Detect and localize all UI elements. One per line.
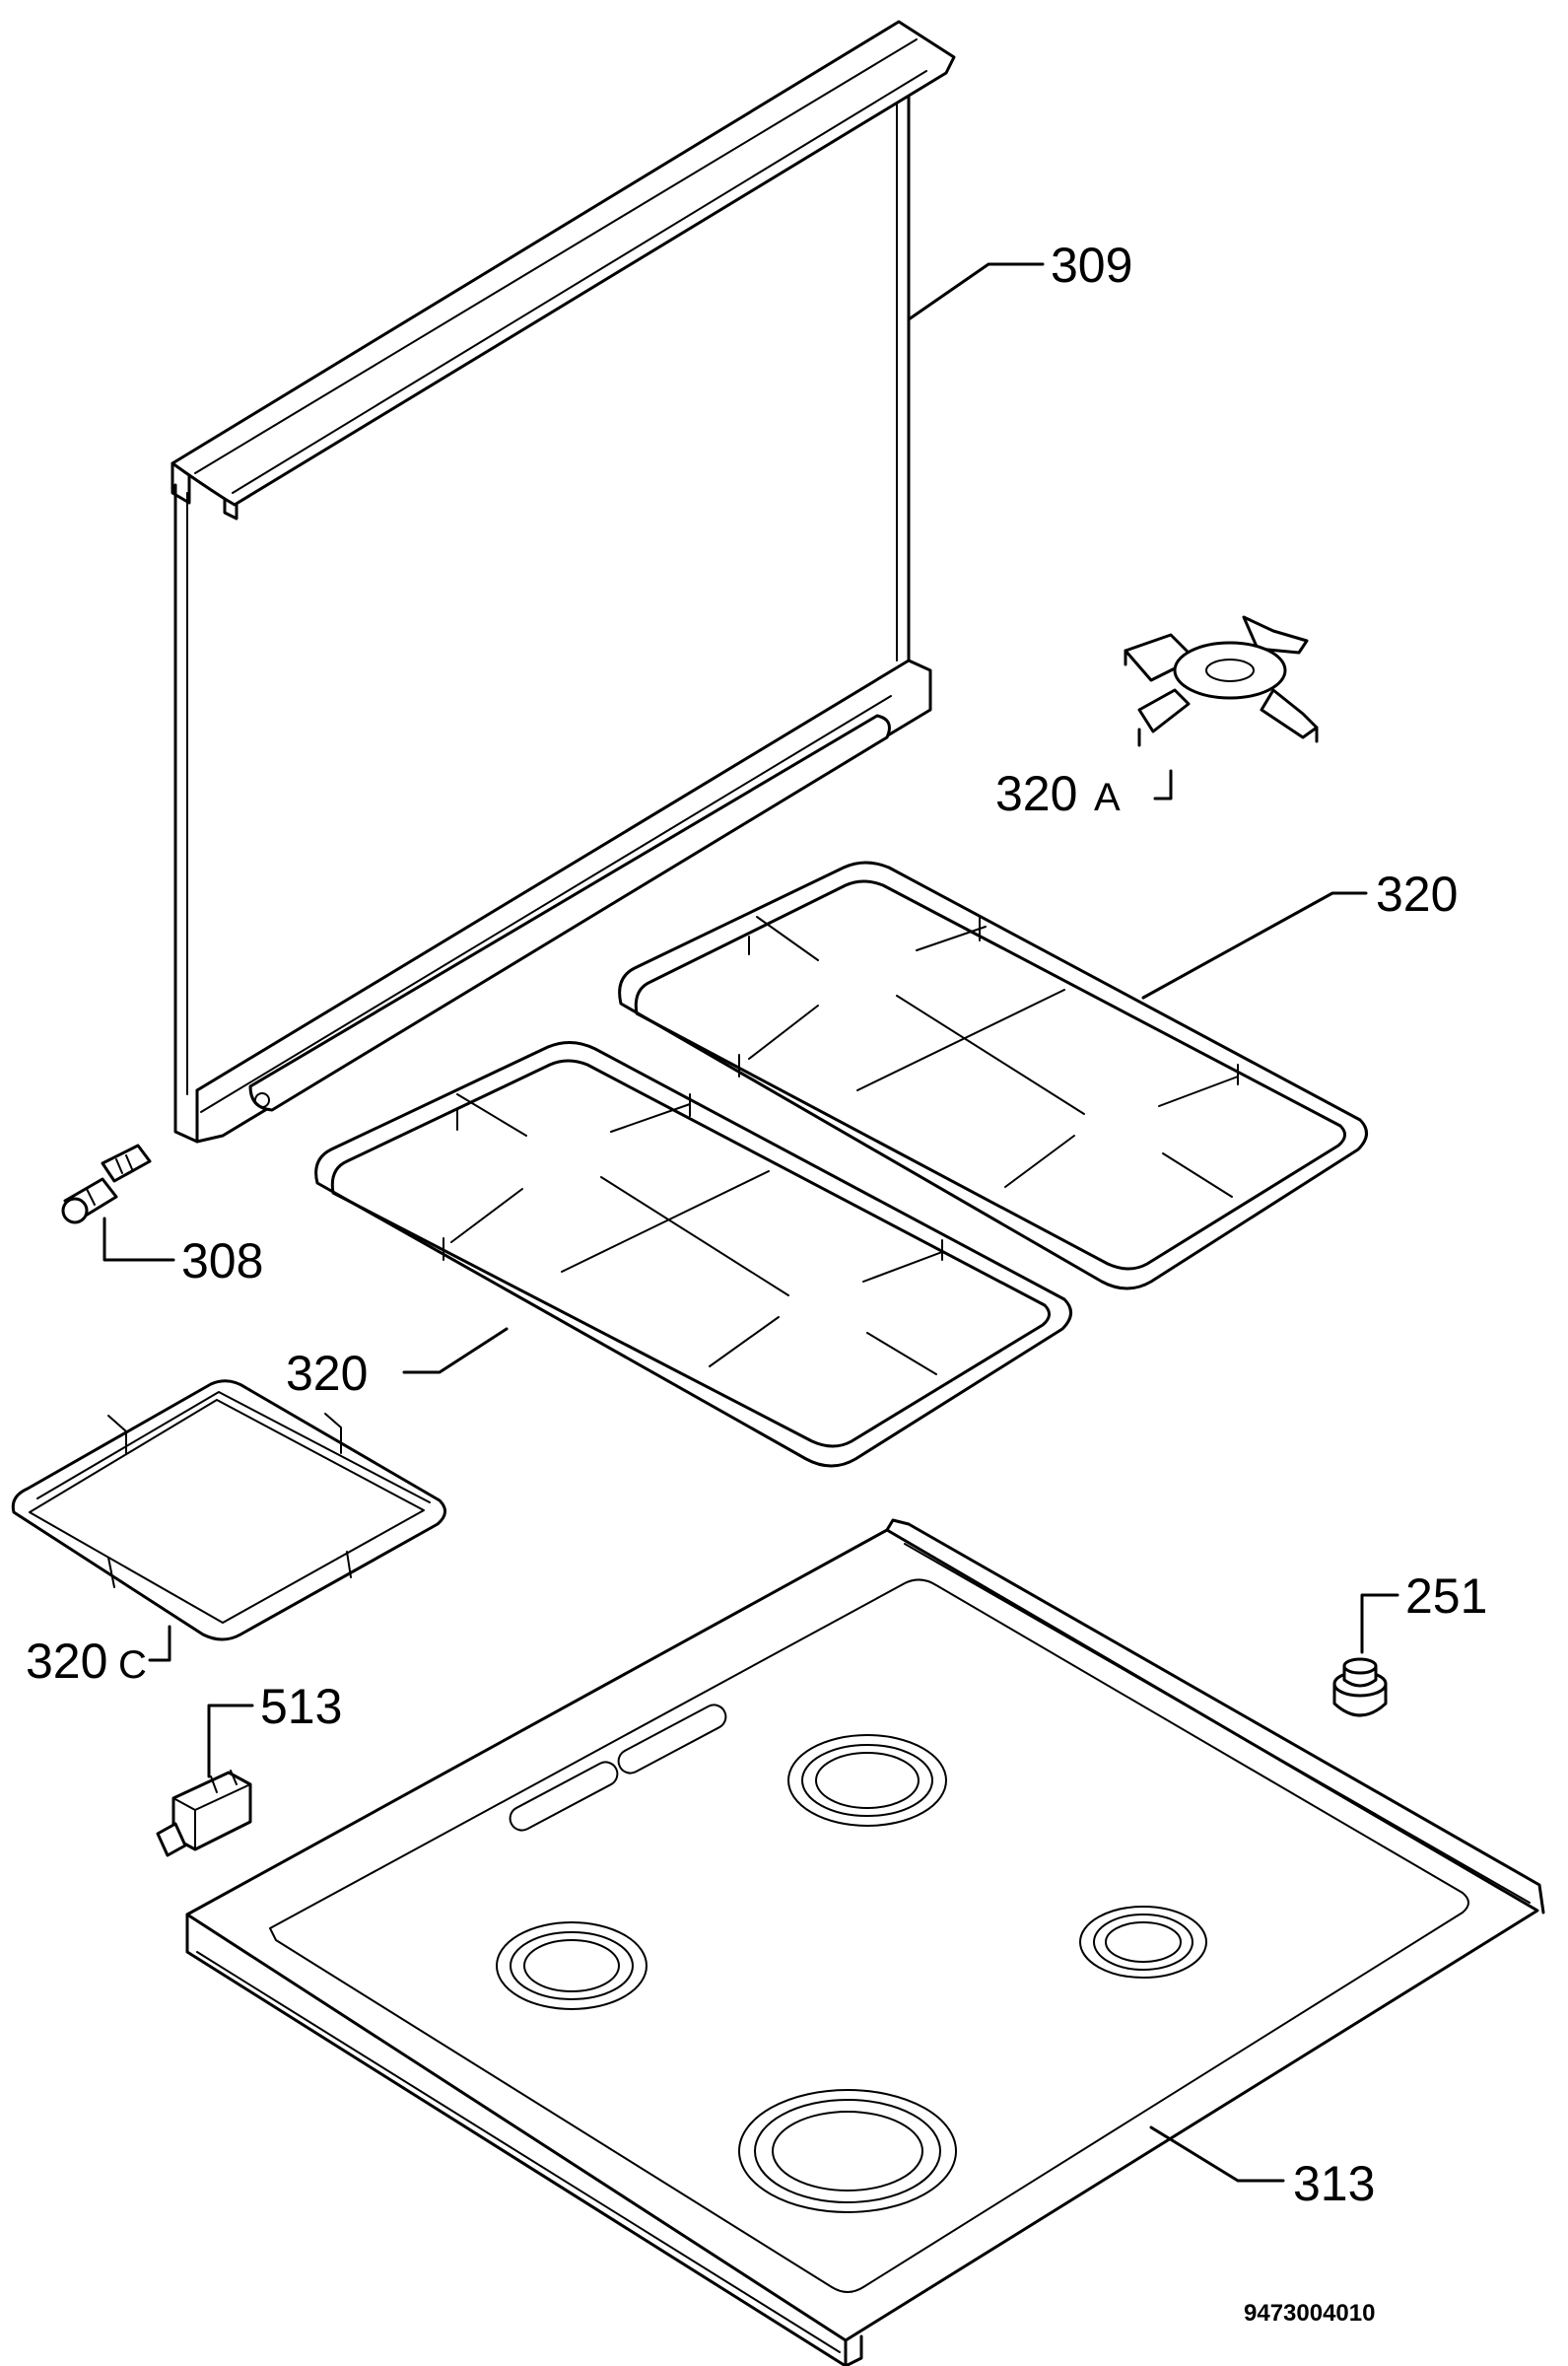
label-251: 251 (1405, 1568, 1487, 1624)
label-320a: 320 (995, 766, 1077, 821)
callout-320-left: 320 (286, 1327, 509, 1401)
label-308: 308 (181, 1233, 263, 1288)
clip-part-513 (156, 1770, 252, 1857)
callout-320a: 320 A (995, 766, 1173, 821)
callout-320-right: 320 (1141, 867, 1458, 1000)
document-number: 9473004010 (1244, 2300, 1375, 2327)
hob-top-part-313 (185, 1518, 1545, 2366)
foot-part-251 (1332, 1657, 1388, 1717)
pan-support-right-part-320 (618, 861, 1368, 1290)
injector-part-308 (61, 1144, 152, 1224)
callout-251: 251 (1360, 1568, 1487, 1654)
trivet-part-320c (11, 1379, 446, 1641)
label-513: 513 (260, 1679, 342, 1734)
callout-308: 308 (102, 1217, 263, 1288)
wok-support-part-320a (1124, 615, 1319, 747)
label-320c: 320 (26, 1634, 107, 1689)
label-320-right: 320 (1376, 867, 1458, 922)
callout-309: 309 (907, 238, 1132, 321)
label-309: 309 (1051, 238, 1132, 293)
pan-support-left-part-320 (314, 1041, 1072, 1468)
label-320-left: 320 (286, 1346, 368, 1401)
label-320a-suffix: A (1094, 776, 1121, 819)
callout-513: 513 (207, 1679, 342, 1778)
glass-lid-part-309 (170, 20, 956, 1144)
label-320c-suffix: C (118, 1643, 147, 1687)
label-313: 313 (1293, 2156, 1375, 2211)
callout-313: 313 (1149, 2125, 1375, 2211)
callout-320c: 320 C (26, 1625, 171, 1689)
